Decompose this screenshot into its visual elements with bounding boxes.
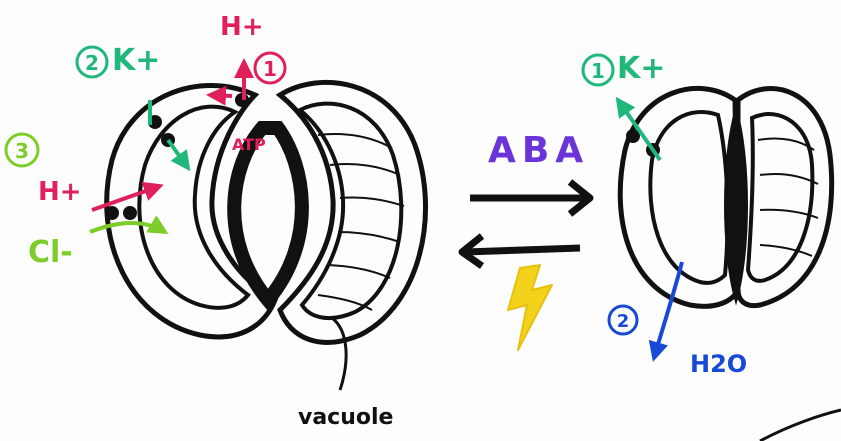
h-efflux-arrow-left bbox=[91, 181, 164, 212]
left-guard-cell-outer bbox=[104, 82, 279, 340]
left-guard-cell-inner bbox=[137, 104, 251, 310]
h-left-step-group: 3 bbox=[4, 132, 40, 168]
k-closed-label: K+ bbox=[617, 51, 665, 86]
water-label: H2O bbox=[690, 350, 747, 378]
right-guard-cell-outer bbox=[275, 80, 428, 345]
k-open-step: 2 bbox=[85, 51, 99, 75]
reverse-arrow bbox=[464, 244, 581, 256]
cl-influx-arrow bbox=[89, 215, 169, 235]
lightning-icon bbox=[507, 264, 553, 351]
open-stoma bbox=[104, 80, 428, 345]
closed-right-outer bbox=[735, 86, 835, 309]
closed-vacuole-lines bbox=[757, 137, 819, 257]
pore-closed bbox=[724, 104, 748, 306]
closed-left-inner bbox=[648, 110, 730, 285]
closed-left-outer bbox=[617, 85, 741, 309]
vacuole-lines bbox=[317, 133, 405, 311]
vacuole-pointer bbox=[331, 316, 348, 391]
atp-step-group: 1 bbox=[253, 51, 287, 85]
closed-stoma bbox=[617, 85, 835, 309]
water-step-group: 2 bbox=[607, 304, 639, 336]
water-step: 2 bbox=[617, 311, 630, 332]
k-open-label: K+ bbox=[112, 43, 160, 78]
closed-right-inner bbox=[745, 112, 815, 283]
channel-dot bbox=[123, 206, 137, 220]
channel-dot bbox=[105, 206, 119, 220]
pore-open bbox=[227, 121, 309, 311]
h-pump-arrow bbox=[206, 85, 233, 106]
reverse-arrow-head bbox=[458, 233, 485, 269]
water-efflux-arrow bbox=[648, 261, 684, 362]
h-top-label: H+ bbox=[220, 12, 264, 42]
k-influx-arrow bbox=[148, 100, 188, 168]
atp-label: ATP bbox=[232, 135, 266, 154]
channel-dot bbox=[626, 129, 640, 143]
forward-arrow-head bbox=[567, 179, 594, 217]
k-label-open-group: 2 K+ bbox=[75, 43, 160, 79]
k-efflux-arrow bbox=[615, 96, 662, 162]
aba-label: ABA bbox=[488, 130, 589, 171]
right-guard-cell-inner bbox=[296, 101, 404, 321]
h-left-step: 3 bbox=[15, 139, 29, 163]
k-label-closed-group: 1 K+ bbox=[581, 51, 665, 87]
cl-label: Cl- bbox=[28, 235, 73, 270]
h-left-label: H+ bbox=[38, 177, 82, 207]
corner-stroke bbox=[759, 408, 841, 441]
atp-step: 1 bbox=[263, 57, 277, 81]
k-closed-step: 1 bbox=[591, 59, 605, 83]
vacuole-label: vacuole bbox=[298, 405, 393, 430]
